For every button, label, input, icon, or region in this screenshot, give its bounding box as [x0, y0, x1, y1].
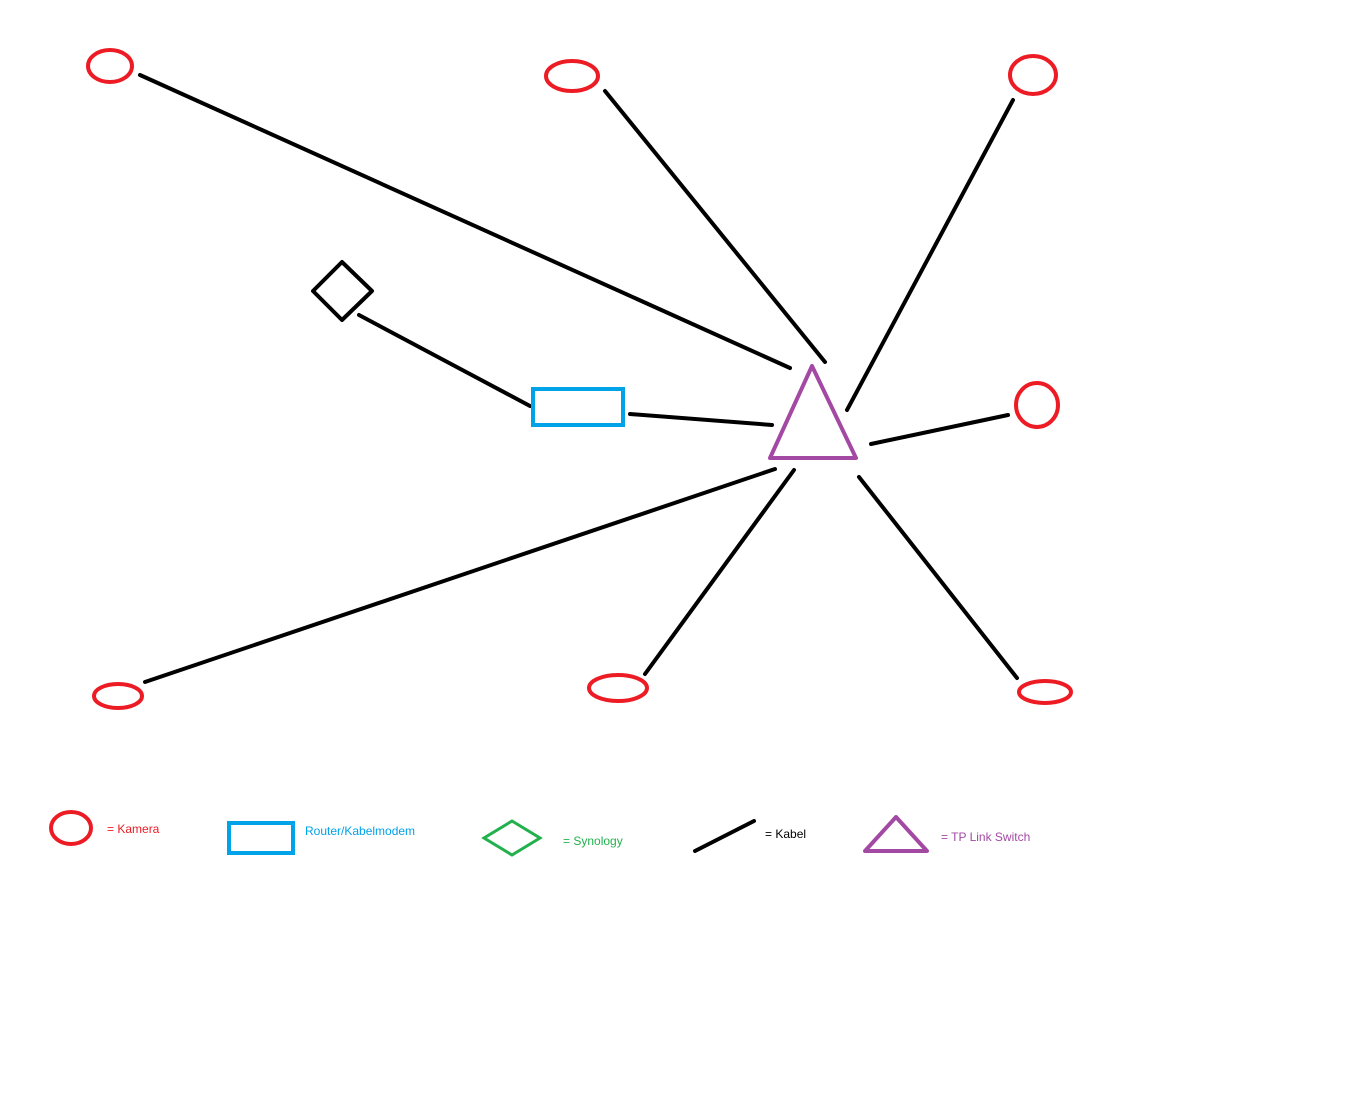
legend-switch-label: = TP Link Switch	[941, 830, 1030, 844]
legend-switch-icon	[863, 815, 929, 853]
cable-synology-router	[357, 313, 532, 408]
camera-top-middle	[544, 59, 600, 93]
legend-router-icon	[227, 821, 295, 855]
camera-bottom-right	[1017, 679, 1073, 705]
legend-router-label: Router/Kabelmodem	[305, 824, 415, 838]
cable-camera-middle-right	[869, 413, 1010, 446]
camera-bottom-left	[92, 682, 144, 710]
cable-camera-top-right	[845, 98, 1015, 412]
cable-router-switch	[628, 412, 774, 427]
camera-top-left	[86, 48, 134, 84]
legend-kabel-label: = Kabel	[765, 827, 806, 841]
legend-kamera-icon	[49, 810, 93, 846]
cable-camera-top-left	[138, 73, 792, 370]
cable-camera-top-middle	[603, 89, 827, 364]
cameras	[86, 48, 1073, 710]
tp-link-switch	[768, 364, 858, 460]
cable-camera-bottom-right	[857, 475, 1019, 680]
cable-camera-bottom-left	[143, 467, 777, 684]
legend-synology-label: = Synology	[563, 834, 623, 848]
router-kabelmodem	[531, 387, 625, 427]
camera-middle-right	[1014, 381, 1060, 429]
synology-nas	[311, 260, 374, 322]
cables	[138, 73, 1019, 684]
camera-top-right	[1008, 54, 1058, 96]
camera-bottom-middle	[587, 673, 649, 703]
cable-camera-bottom-middle	[643, 468, 796, 676]
legend-kamera-label: = Kamera	[107, 822, 160, 836]
legend-synology-icon	[481, 819, 543, 857]
legend: = Kamera Router/Kabelmodem = Synology = …	[49, 810, 1030, 857]
legend-kabel-icon	[693, 819, 756, 853]
